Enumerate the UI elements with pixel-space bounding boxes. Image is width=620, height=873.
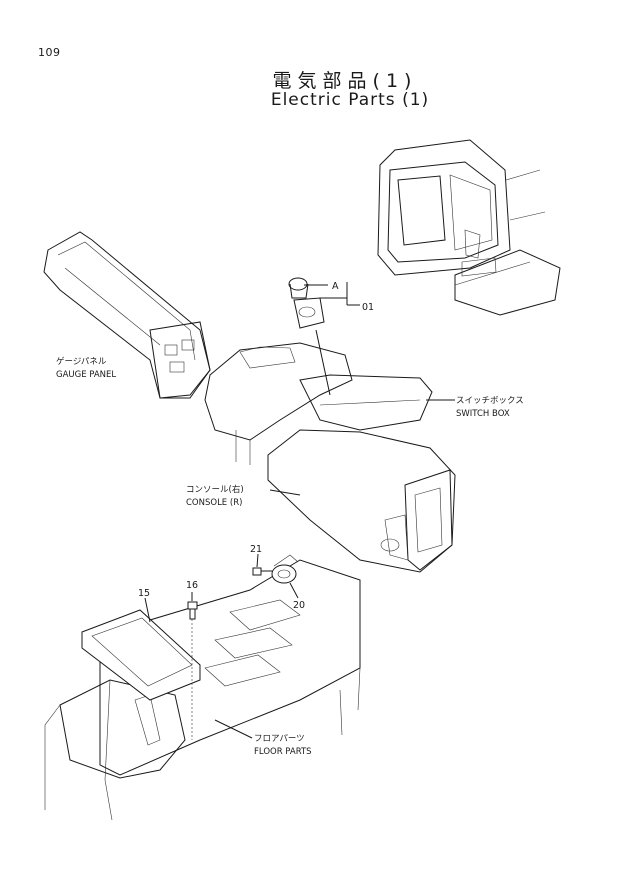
cab-illustration (377, 139, 561, 316)
bolt-part (187, 592, 198, 740)
callout-a: A (332, 281, 339, 292)
page-title-english: Electric Parts (1) (270, 90, 430, 110)
callout-21: 21 (250, 544, 262, 555)
console-leader (269, 489, 301, 496)
gauge-panel-label-en: GAUGE PANEL (56, 370, 116, 380)
clamp-part (271, 554, 299, 599)
floor-parts-illustration (44, 559, 361, 821)
console-label-jp: コンソール(右) (186, 484, 244, 495)
page-number: 109 (38, 46, 61, 59)
switch-box-label-jp: スイッチボックス (456, 396, 524, 406)
gauge-panel-label-jp: ゲージパネル (56, 356, 107, 367)
gauge-panel-illustration (43, 231, 211, 399)
floor-parts-label-jp: フロアパーツ (254, 734, 305, 744)
page-title-japanese: 電気部品(1) (272, 70, 418, 92)
screw-part (252, 553, 272, 576)
console-illustration (204, 342, 456, 573)
callout-15: 15 (138, 588, 150, 599)
floor-parts-label-en: FLOOR PARTS (254, 747, 312, 757)
callout-16: 16 (186, 580, 198, 591)
key-switch-part (288, 277, 360, 396)
switch-box-label-en: SWITCH BOX (456, 409, 510, 419)
callout-01: 01 (362, 302, 374, 313)
floor-parts-leader (214, 719, 253, 739)
callout-20: 20 (293, 600, 305, 611)
console-label-en: CONSOLE (R) (186, 498, 242, 508)
